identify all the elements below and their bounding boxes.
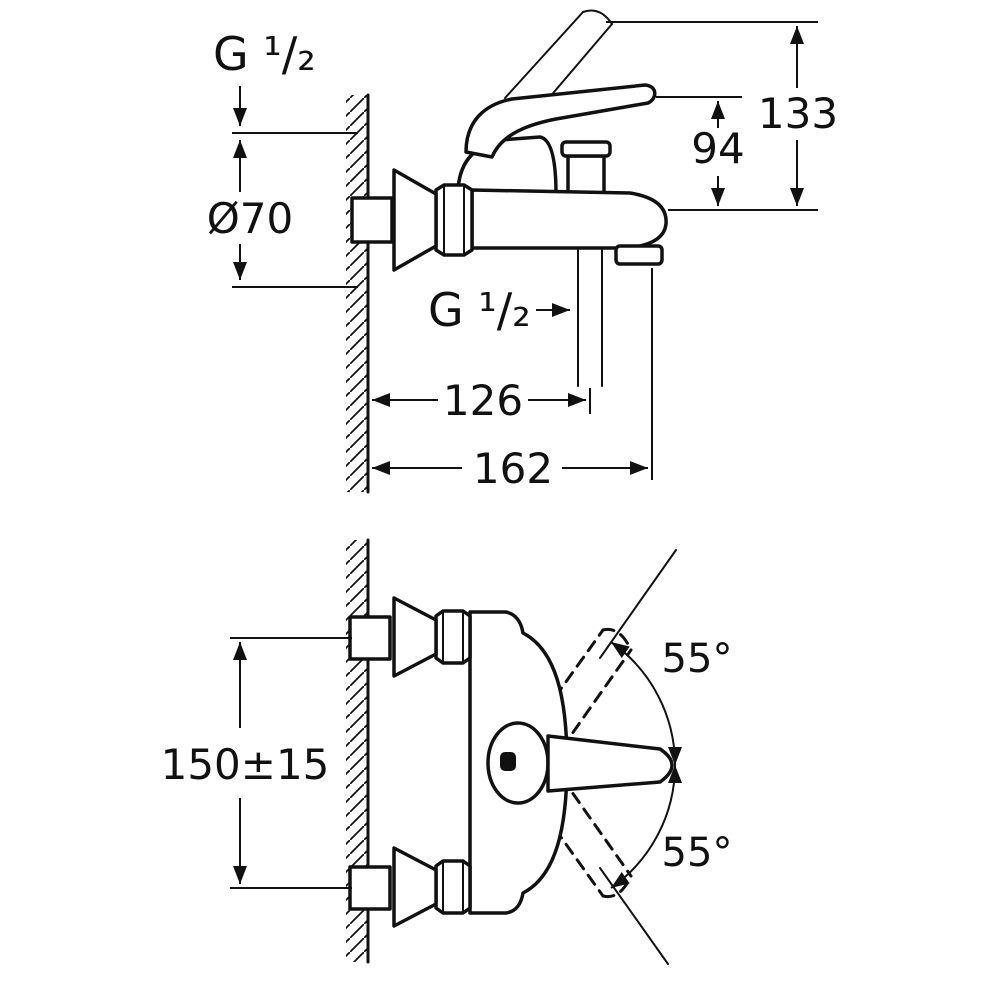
wall-union-upper [348,615,392,661]
escutcheon [392,168,438,272]
dim-inlet-distance: 150±15 [161,637,352,889]
connection-nut-upper [434,609,472,665]
cartridge-slot [500,752,516,771]
wall-to-spout-label: 162 [473,444,553,493]
inlet-distance-label: 150±15 [161,740,330,789]
mixer-front-view [348,596,674,928]
thread-label-top: G ¹/₂ [213,27,316,81]
wall-union [350,196,394,244]
wall-section-top [346,93,370,494]
dim-thread-top: G ¹/₂ [213,27,316,126]
dim-thread-bottom: G ¹/₂ [428,283,570,337]
escutcheon-lower [392,846,438,928]
side-view: G ¹/₂ Ø70 94 133 G ¹/₂ [207,9,838,494]
dim-escutcheon-diameter: Ø70 [207,132,358,288]
dim-wall-to-hose: 126 [372,376,591,425]
mixer-body [470,188,668,250]
cartridge-cap [486,721,550,805]
spout-aerator [614,244,664,266]
front-view: 150±15 55° 55° [161,538,733,965]
total-height-label: 133 [758,89,838,138]
swing-arc-down [610,764,683,889]
connection-nut [434,183,474,257]
dim-wall-to-spout: 162 [372,268,653,493]
wall-to-hose-label: 126 [443,376,523,425]
body-height-label: 94 [691,124,744,173]
diverter-knob-cap [560,140,612,158]
wall-union-lower [348,865,392,911]
lever-handle [464,83,657,159]
escutcheon-diameter-label: Ø70 [207,194,294,243]
mixer-side-view [350,83,668,387]
lever-handle-front [546,734,674,793]
connection-nut-lower [434,859,472,915]
swing-arc-up [610,641,683,766]
thread-label-bottom: G ¹/₂ [428,283,531,337]
angle-ref-line-down [599,867,669,965]
dim-body-height: 94 [656,96,818,211]
diverter-knob [566,154,606,196]
escutcheon-upper [392,596,438,678]
dim-total-height: 133 [606,21,838,206]
angle-ref-line-up [599,549,677,659]
handle-angle-down-label: 55° [662,830,733,876]
handle-angle-up-label: 55° [662,636,733,682]
